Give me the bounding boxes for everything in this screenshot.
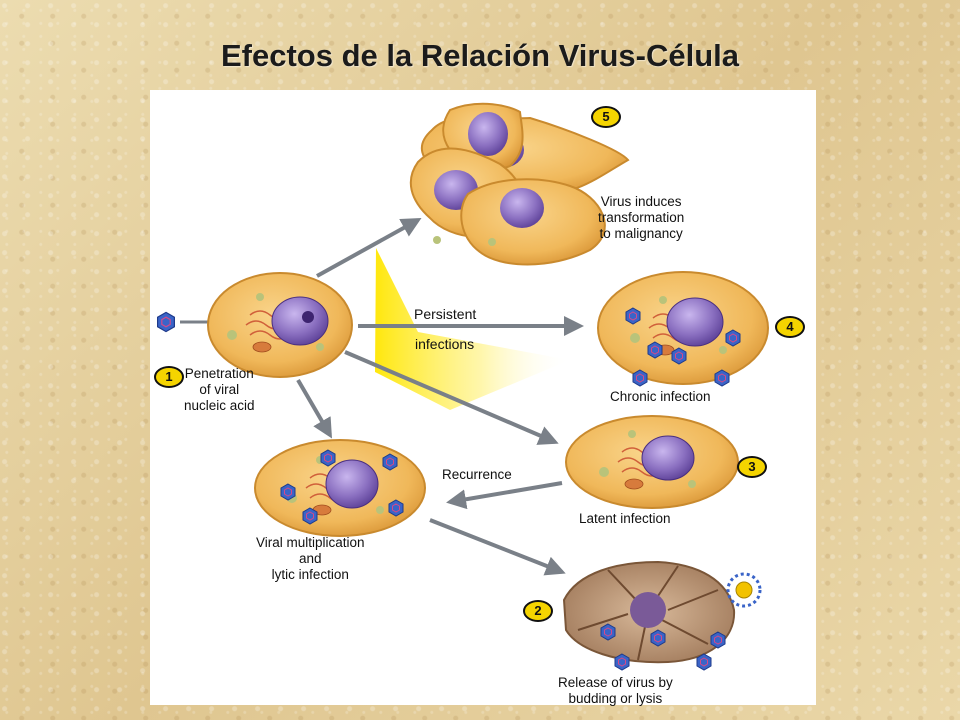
cells-malignant: [409, 102, 630, 266]
incoming-virus: [157, 311, 175, 333]
cell-penetration: [207, 272, 353, 378]
arrow-to-latent: [344, 350, 559, 445]
step-badge-1: 1: [154, 366, 184, 388]
cell-lytic: [254, 439, 426, 537]
slide-title: Efectos de la Relación Virus-Célula: [221, 38, 739, 73]
label-infections: infections: [415, 336, 475, 352]
chronic-virus-left: [632, 369, 648, 387]
diagram-canvas: [157, 102, 769, 671]
label-recurrence: Recurrence: [442, 467, 512, 482]
step-badge-2: 2: [523, 600, 553, 622]
arrow-to-release: [429, 518, 566, 576]
label-chronic: Chronic infection: [610, 389, 711, 404]
cell-lysed: [562, 560, 736, 671]
step-badge-4: 4: [775, 316, 805, 338]
budding-virus: [726, 572, 762, 608]
label-persistent: Persistent: [414, 306, 477, 322]
step-badge-3: 3: [737, 456, 767, 478]
step-badge-5: 5: [591, 106, 621, 128]
cell-latent: [565, 415, 739, 509]
persistent-beam: [375, 248, 570, 410]
chronic-virus-right: [714, 369, 730, 387]
label-penetration: Penetration of viral nucleic acid: [184, 366, 255, 413]
arrow-recurrence: [446, 481, 563, 510]
arrow-to-lytic: [296, 378, 333, 439]
label-latent: Latent infection: [579, 511, 671, 526]
diagram-figure: 5 4 3 2 1 Virus induces transformation t…: [150, 90, 816, 706]
label-release: Release of virus by budding or lysis: [558, 675, 673, 706]
label-lytic: Viral multiplication and lytic infection: [256, 535, 365, 582]
cell-chronic: [597, 271, 769, 385]
arrow-to-transformation: [316, 218, 422, 278]
label-transformation: Virus induces transformation to malignan…: [598, 194, 685, 241]
